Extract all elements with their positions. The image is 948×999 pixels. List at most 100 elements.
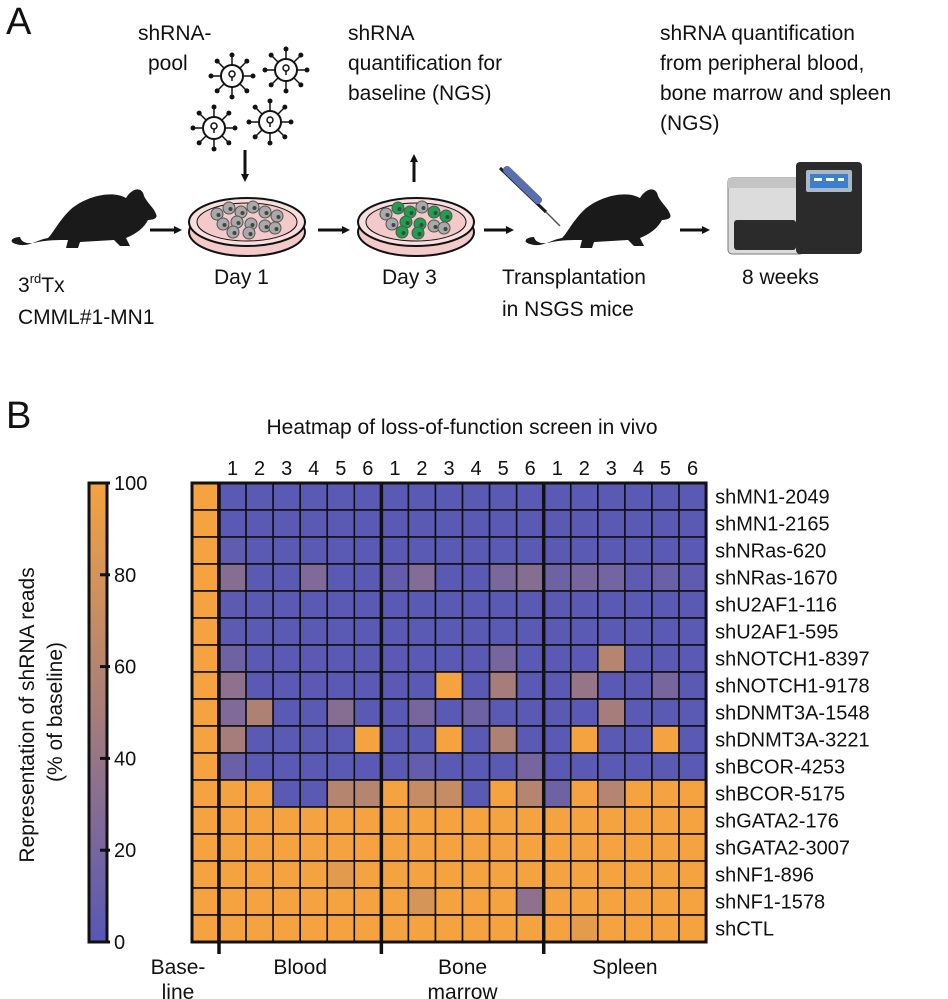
heatmap-cell: [380, 914, 410, 943]
virus-icon-group: [190, 46, 310, 152]
colorbar-label: Representation of shRNA reads (% of base…: [16, 561, 67, 862]
baseline-group-label-line: Base-: [151, 956, 206, 979]
heatmap-cell: [434, 644, 464, 673]
heatmap-cell: [488, 806, 518, 835]
heatmap-cell: [678, 779, 707, 808]
heatmap-cell: [488, 563, 518, 592]
heatmap-cell: [218, 860, 247, 889]
heatmap-cell: [272, 779, 301, 808]
heatmap-cell: [218, 563, 247, 592]
heatmap-cell: [326, 563, 356, 592]
heatmap-cell: [218, 536, 247, 565]
heatmap-cell: [380, 833, 410, 862]
baseline-cell: [191, 617, 219, 646]
row-label: shBCOR-5175: [715, 784, 845, 806]
baseline-cell: [191, 536, 219, 565]
heatmap-cell: [542, 833, 572, 862]
heatmap-cell: [272, 752, 301, 781]
heatmap-cell: [488, 779, 518, 808]
heatmap-cell: [326, 779, 356, 808]
heatmap-cell: [597, 536, 626, 565]
heatmap-cell: [326, 590, 356, 619]
heatmap-cell: [488, 509, 518, 538]
heatmap-cell: [326, 752, 356, 781]
heatmap-cell: [434, 725, 464, 754]
heatmap-cell: [678, 806, 707, 835]
heatmap-cell: [678, 671, 707, 700]
heatmap-cell: [624, 536, 653, 565]
heatmap-cell: [326, 860, 356, 889]
heatmap-cell: [407, 914, 437, 943]
heatmap-cell: [678, 914, 707, 943]
heatmap-cell: [461, 536, 491, 565]
heatmap-cell: [569, 725, 599, 754]
heatmap-cell: [326, 914, 356, 943]
colorbar-tick-label: 80: [114, 565, 136, 587]
heatmap-cell: [461, 860, 491, 889]
heatmap-cell: [569, 590, 599, 619]
heatmap-cell: [678, 698, 707, 727]
heatmap-cell: [380, 698, 410, 727]
heatmap-cell: [434, 914, 464, 943]
heatmap-cell: [461, 671, 491, 700]
heatmap-cell: [624, 725, 653, 754]
group-label: Blood: [273, 956, 327, 979]
heatmap-cell: [434, 833, 464, 862]
heatmap-cell: [299, 536, 329, 565]
column-label: 3: [606, 458, 617, 480]
heatmap-cell: [434, 590, 464, 619]
heatmap-cell: [245, 509, 274, 538]
heatmap-cell: [461, 887, 491, 916]
heatmap-cell: [597, 671, 626, 700]
heatmap-cell: [218, 806, 247, 835]
heatmap-cell: [353, 698, 383, 727]
baseline-cell: [191, 563, 219, 592]
heatmap-cell: [299, 914, 329, 943]
heatmap-cell: [542, 914, 572, 943]
heatmap-cell: [407, 509, 437, 538]
heatmap-cell: [651, 536, 680, 565]
baseline-line-1: shRNA: [348, 22, 415, 45]
heatmap-cell: [515, 887, 545, 916]
heatmap-cell: [245, 617, 274, 646]
heatmap-cell: [218, 725, 247, 754]
heatmap-cell: [569, 482, 599, 511]
colorbar-tick-label: 0: [114, 932, 125, 954]
shrna-pool-label: shRNA- pool: [138, 22, 217, 75]
heatmap-cell: [488, 698, 518, 727]
heatmap-cell: [515, 482, 545, 511]
heatmap-cell: [272, 698, 301, 727]
sequencer-icon: [727, 162, 862, 255]
heatmap-cell: [380, 563, 410, 592]
heatmap-cell: [488, 725, 518, 754]
heatmap-cell: [651, 887, 680, 916]
heatmap-cell: [515, 671, 545, 700]
baseline-quantification-label: shRNA quantification for baseline (NGS): [348, 22, 508, 105]
heatmap-cell: [407, 671, 437, 700]
baseline-cell: [191, 752, 219, 781]
heatmap-cell: [272, 482, 301, 511]
heatmap-cell: [678, 563, 707, 592]
heatmap-cell: [353, 806, 383, 835]
heatmap-cell: [542, 536, 572, 565]
group-label: Spleen: [592, 956, 657, 979]
heatmap-cell: [515, 563, 545, 592]
heatmap-cell: [326, 833, 356, 862]
heatmap-cell: [326, 887, 356, 916]
baseline-cell: [191, 887, 219, 916]
row-label: shNOTCH1-8397: [715, 649, 870, 671]
virus-icon: [262, 46, 310, 94]
transplant-label: Transplantation in NSGS mice: [502, 266, 652, 321]
heatmap-cell: [597, 779, 626, 808]
heatmap-cell: [434, 482, 464, 511]
heatmap-cell: [624, 509, 653, 538]
weeks-label: 8 weeks: [742, 266, 819, 289]
column-label: 5: [498, 458, 509, 480]
panel-a: A shRNA- pool shRNA quantification for b…: [6, 1, 891, 329]
column-label: 6: [687, 458, 698, 480]
heatmap-cell: [434, 887, 464, 916]
heatmap-cell: [624, 671, 653, 700]
heatmap-cell: [407, 779, 437, 808]
heatmap-cell: [218, 752, 247, 781]
